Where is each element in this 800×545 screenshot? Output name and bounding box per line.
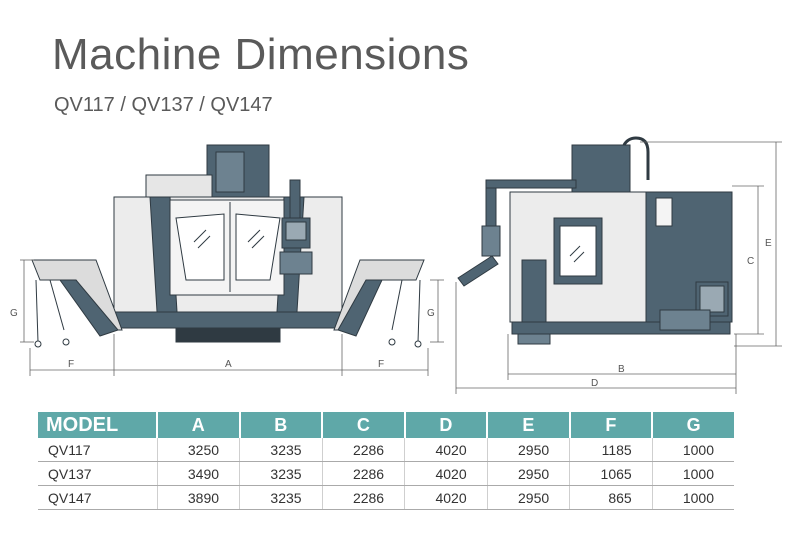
dim-label-g-left: G [10,308,18,319]
page-title: Machine Dimensions [52,30,470,79]
cell-f: 1065 [569,461,653,486]
table-header-row: MODEL A B C D E F G [38,412,734,438]
dim-label-f-right: F [378,359,384,370]
cell-f: 865 [569,485,653,510]
dim-label-e: E [765,238,772,249]
dim-label-c: C [747,256,754,267]
cell-d: 4020 [404,461,488,486]
col-header-model: MODEL [38,412,158,438]
cell-g: 1000 [652,438,734,462]
col-header-e: E [487,412,571,438]
cell-e: 2950 [487,485,571,510]
cell-f: 1185 [569,438,653,462]
cell-b: 3235 [239,485,323,510]
cell-d: 4020 [404,485,488,510]
model-subtitle: QV117 / QV137 / QV147 [54,94,273,116]
col-header-a: A [157,412,241,438]
cell-a: 3490 [157,461,241,486]
side-view-machine [457,136,733,345]
cell-c: 2286 [322,461,406,486]
dim-label-b: B [618,364,625,375]
cell-g: 1000 [652,461,734,486]
front-view-machine [31,144,425,348]
cell-d: 4020 [404,438,488,462]
table-row: QV147 3890 3235 2286 4020 2950 865 1000 [38,485,734,510]
cell-g: 1000 [652,485,734,510]
cell-model: QV117 [38,438,158,462]
dimensions-table: MODEL A B C D E F G QV117 3250 3235 2286… [38,412,734,510]
cell-model: QV137 [38,461,158,486]
col-header-c: C [322,412,406,438]
front-dimension-lines [20,259,444,376]
table-row: QV137 3490 3235 2286 4020 2950 1065 1000 [38,461,734,486]
col-header-g: G [652,412,734,438]
cell-model: QV147 [38,485,158,510]
table-row: QV117 3250 3235 2286 4020 2950 1185 1000 [38,438,734,462]
cell-a: 3250 [157,438,241,462]
dim-label-f-left: F [68,359,74,370]
dimension-drawing: G F A F G [10,136,782,394]
col-header-f: F [569,412,654,438]
cell-e: 2950 [487,438,571,462]
cell-e: 2950 [487,461,571,486]
dim-label-d: D [591,378,598,389]
col-header-d: D [404,412,489,438]
cell-a: 3890 [157,485,241,510]
dim-label-a: A [225,359,232,370]
cell-b: 3235 [239,438,323,462]
cell-b: 3235 [239,461,323,486]
cell-c: 2286 [322,485,406,510]
side-dimension-lines [455,141,782,394]
dim-label-g-right: G [427,308,435,319]
col-header-b: B [239,412,324,438]
cell-c: 2286 [322,438,406,462]
